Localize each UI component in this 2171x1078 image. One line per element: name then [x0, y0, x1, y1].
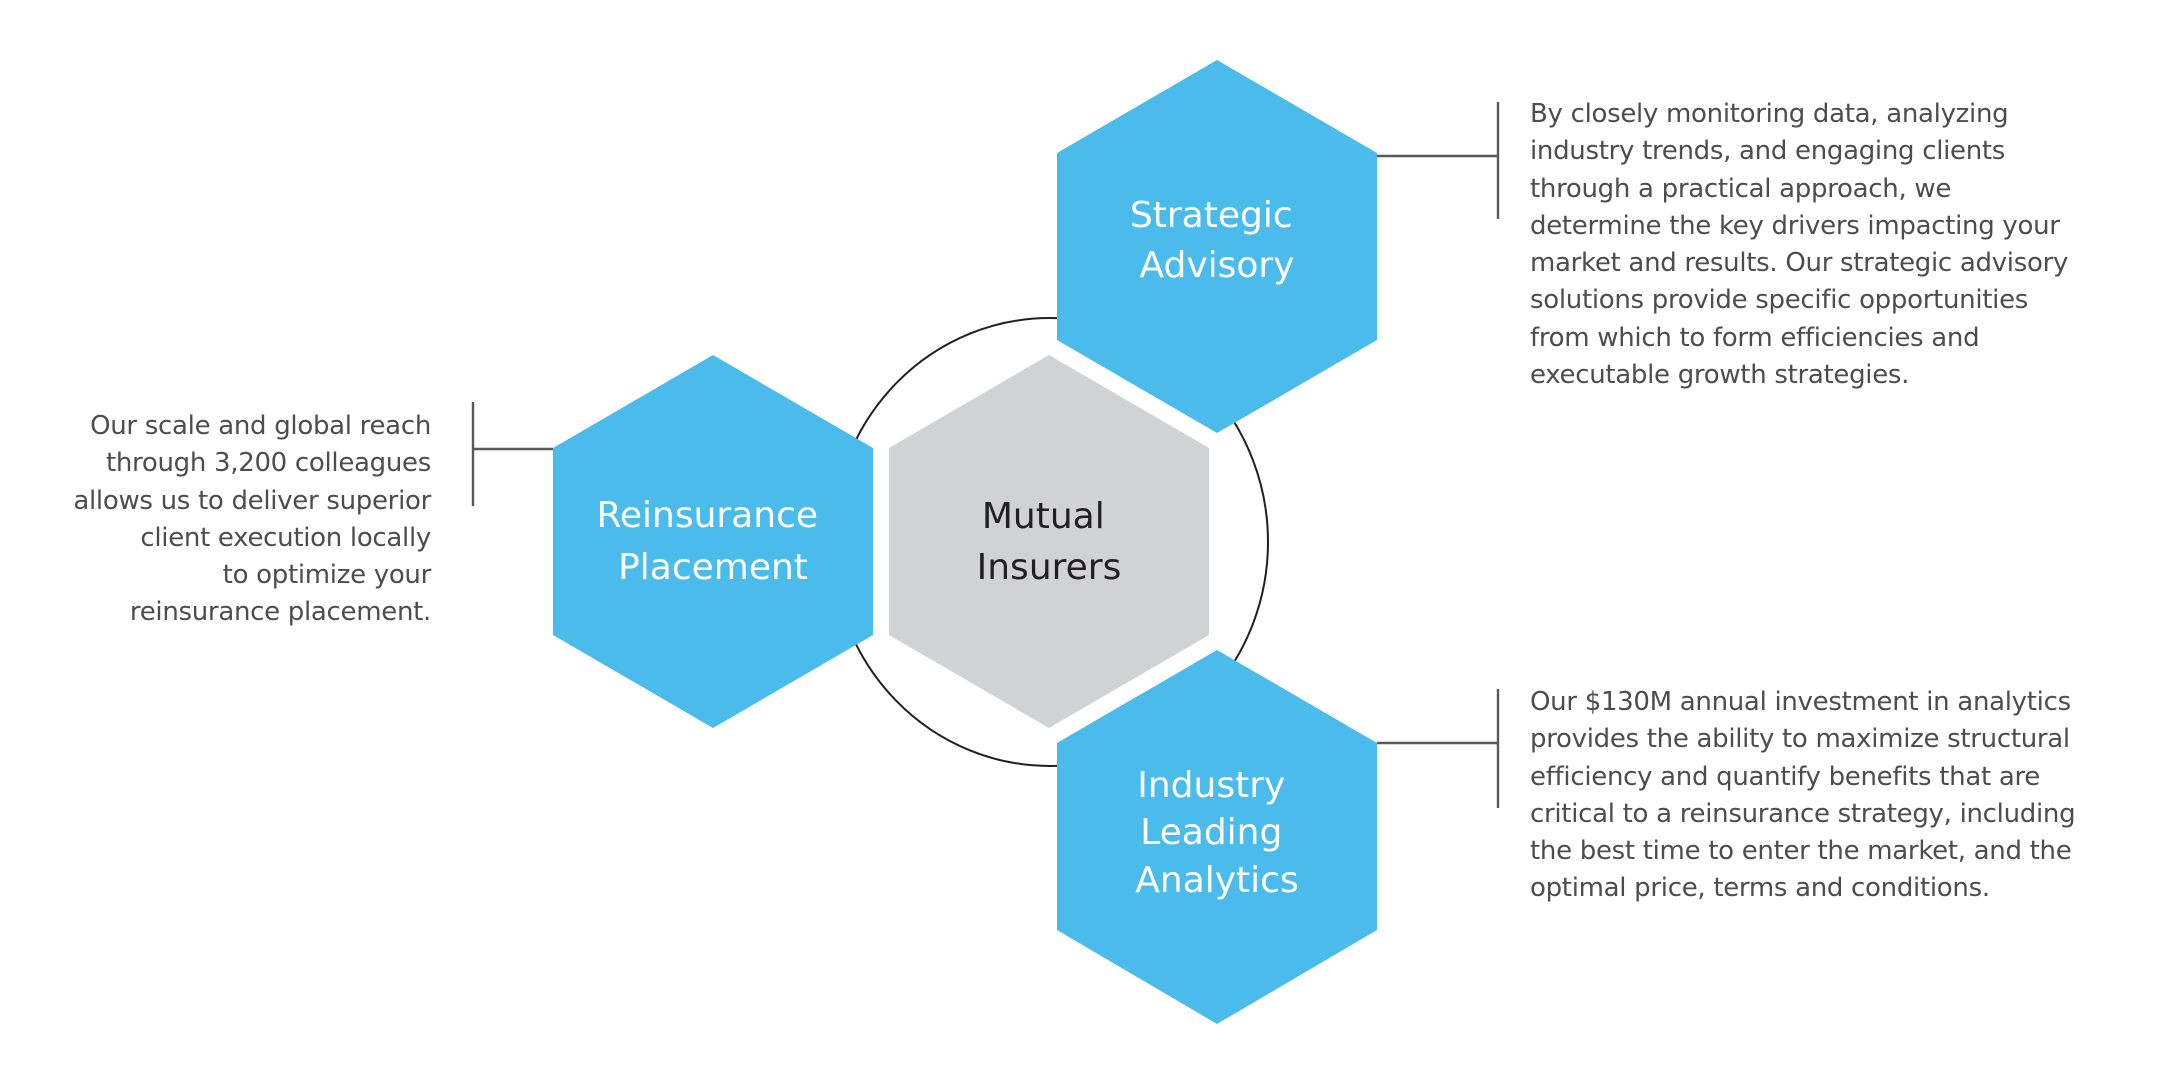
- reinsurance-description: Our scale and global reach through 3,200…: [73, 408, 431, 632]
- description-line: reinsurance placement.: [129, 597, 431, 628]
- analytics-label-line: Leading: [1140, 812, 1282, 853]
- strategic-description: By closely monitoring data, analyzing in…: [1530, 96, 2068, 394]
- reinsurance-label: Reinsurance Placement: [596, 495, 829, 588]
- hex-mutual-insurers: [889, 355, 1209, 728]
- description-line: through a practical approach, we: [1530, 173, 1952, 204]
- analytics-description: Our $130M annual investment in analytics…: [1530, 684, 2076, 908]
- connector-strategic: [1377, 102, 1500, 219]
- hex-industry-leading-analytics: [1057, 650, 1377, 1024]
- description-line: to optimize your: [222, 560, 432, 591]
- description-line: optimal price, terms and conditions.: [1530, 873, 1990, 904]
- connector-analytics: [1377, 689, 1500, 808]
- description-line: executable growth strategies.: [1530, 360, 1910, 391]
- hex-reinsurance-placement: [553, 355, 873, 728]
- strategic-label-line: Advisory: [1139, 245, 1294, 286]
- description-line: industry trends, and engaging clients: [1530, 136, 2006, 167]
- analytics-label-line: Industry: [1137, 765, 1285, 806]
- description-line: provides the ability to maximize structu…: [1530, 724, 2070, 755]
- description-line: the best time to enter the market, and t…: [1530, 836, 2072, 867]
- description-line: Our $130M annual investment in analytics: [1530, 687, 2071, 717]
- strategic-label: Strategic Advisory: [1130, 195, 1304, 286]
- center-label-line: Insurers: [977, 547, 1122, 588]
- analytics-label-line: Analytics: [1135, 860, 1298, 901]
- strategic-label-line: Strategic: [1130, 195, 1293, 236]
- center-label-line: Mutual: [982, 496, 1105, 537]
- description-line: allows us to deliver superior: [73, 485, 431, 516]
- description-line: Our scale and global reach: [90, 411, 431, 441]
- description-line: efficiency and quantify benefits that ar…: [1530, 761, 2040, 792]
- reinsurance-label-line: Placement: [618, 547, 808, 588]
- description-line: critical to a reinsurance strategy, incl…: [1530, 798, 2076, 829]
- description-line: through 3,200 colleagues: [105, 448, 431, 479]
- reinsurance-label-line: Reinsurance: [596, 495, 818, 536]
- description-line: market and results. Our strategic adviso…: [1530, 248, 2069, 279]
- connector-reinsurance: [471, 402, 553, 506]
- description-line: solutions provide specific opportunities: [1530, 285, 2029, 316]
- description-line: By closely monitoring data, analyzing: [1530, 99, 2009, 129]
- hex-strategic-advisory: [1057, 60, 1377, 433]
- description-line: determine the key drivers impacting your: [1530, 210, 2060, 241]
- center-label: Mutual Insurers: [977, 496, 1122, 588]
- description-line: from which to form efficiencies and: [1530, 322, 1980, 353]
- description-line: client execution locally: [140, 522, 431, 553]
- analytics-label: Industry Leading Analytics: [1135, 765, 1298, 901]
